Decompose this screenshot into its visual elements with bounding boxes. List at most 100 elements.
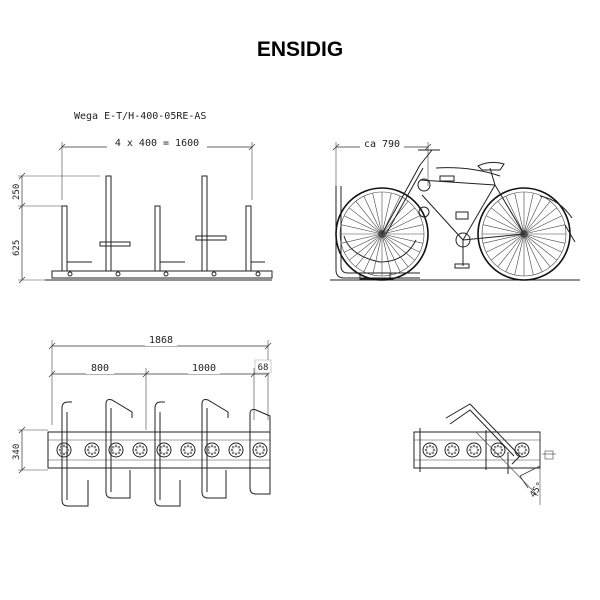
bolt-hole [111, 451, 115, 455]
bolt-hole [111, 445, 115, 449]
bolt-hole [517, 445, 521, 449]
bolt-hole [500, 448, 504, 452]
segment-mid-text: 1000 [192, 363, 216, 374]
bolt-hole [214, 448, 218, 452]
bolt-hole [110, 448, 114, 452]
wheel-spoke [381, 215, 420, 235]
angle-text: 45° [528, 481, 546, 500]
bolt-hole [207, 445, 211, 449]
wheel-spoke [523, 200, 551, 235]
bolt-hole [93, 445, 97, 449]
bolt-hole [476, 448, 480, 452]
bolt-hole [520, 452, 524, 456]
bolt-hole [493, 445, 497, 449]
bolt-hole [189, 445, 193, 449]
bolt-hole [59, 451, 63, 455]
page-title: ENSIDIG [257, 38, 343, 61]
wheel-spoke [381, 233, 420, 253]
wheel-spoke [486, 233, 525, 253]
bolt-hole [165, 445, 169, 449]
wheel-spoke [381, 233, 401, 272]
wheel-spoke [381, 207, 416, 235]
bolt-hole [62, 452, 66, 456]
wheel-spoke [340, 233, 383, 244]
segment-left-text: 800 [91, 363, 109, 374]
bolt-hole [138, 452, 142, 456]
bolt-hole [213, 451, 217, 455]
bolt-hole [432, 448, 436, 452]
bolt-hole [87, 451, 91, 455]
hub-disc [490, 442, 506, 458]
side-elevation-view: ca 790 [330, 138, 580, 281]
wheel-spoke [381, 233, 416, 261]
bolt-hole [469, 451, 473, 455]
angled-hub-discs [422, 442, 530, 458]
wheel-spoke [514, 192, 525, 235]
bolt-hole [183, 445, 187, 449]
bolt-hole [114, 444, 118, 448]
hub-disc [108, 442, 124, 458]
wheel-spoke [523, 233, 534, 276]
bolt-hole [162, 444, 166, 448]
bolt-hole [117, 445, 121, 449]
wheel-spoke [490, 233, 525, 261]
wheel-spoke [381, 233, 424, 244]
wheel-spoke [514, 233, 525, 276]
bolt-hole [65, 451, 69, 455]
wheel-spoke [523, 207, 558, 235]
wheel-spoke [348, 207, 383, 235]
bolt-hole [87, 445, 91, 449]
hub-disc [180, 442, 196, 458]
bolt-hole [517, 451, 521, 455]
bolt-hole [262, 448, 266, 452]
hub-disc [204, 442, 220, 458]
bolt-hole [254, 448, 258, 452]
bolt-hole [472, 444, 476, 448]
wheel-spoke [490, 207, 525, 235]
wheel-spoke [363, 196, 383, 235]
wheel-spoke [523, 233, 558, 261]
bolt-hole [134, 448, 138, 452]
short-posts [61, 205, 265, 272]
bolt-hole [213, 445, 217, 449]
depth-dimension: ca 790 [332, 138, 432, 186]
segment-right-text: 68 [258, 363, 269, 373]
wheel-spoke [505, 196, 525, 235]
bolt-hole [59, 445, 63, 449]
front-elevation-view: Wega E-T/H-400-05RE-AS 4 x 400 = 1600 25… [12, 111, 273, 284]
wheel-spoke [523, 192, 534, 235]
bolt-hole [523, 445, 527, 449]
bolt-hole [186, 452, 190, 456]
bolt-hole [186, 444, 190, 448]
height-bottom-text: 625 [12, 240, 22, 256]
angled-plan-view: 45° [413, 403, 556, 505]
bolt-hole [190, 448, 194, 452]
wheel-spoke [523, 233, 543, 272]
bolt-hole [206, 448, 210, 452]
width-text: 340 [12, 444, 22, 460]
bolt-hole [93, 451, 97, 455]
bolt-hole [237, 451, 241, 455]
bolt-hole [138, 444, 142, 448]
bolt-hole [162, 452, 166, 456]
total-length-text: 1868 [149, 335, 173, 346]
wheel-spoke [344, 215, 383, 235]
bolt-hole [447, 451, 451, 455]
hub-disc [84, 442, 100, 458]
bolt-hole [447, 445, 451, 449]
bolt-hole [454, 448, 458, 452]
bolt-hole [468, 448, 472, 452]
bolt-hole [234, 444, 238, 448]
width-dimension: 340 [12, 426, 48, 474]
bolt-hole [425, 445, 429, 449]
hub-disc [132, 442, 148, 458]
bolt-hole [450, 452, 454, 456]
bolt-hole [424, 448, 428, 452]
bolt-hole [65, 445, 69, 449]
bolt-hole [114, 452, 118, 456]
bolt-hole [135, 445, 139, 449]
bolt-hole [234, 452, 238, 456]
bolt-hole [142, 448, 146, 452]
bolt-hole [258, 452, 262, 456]
